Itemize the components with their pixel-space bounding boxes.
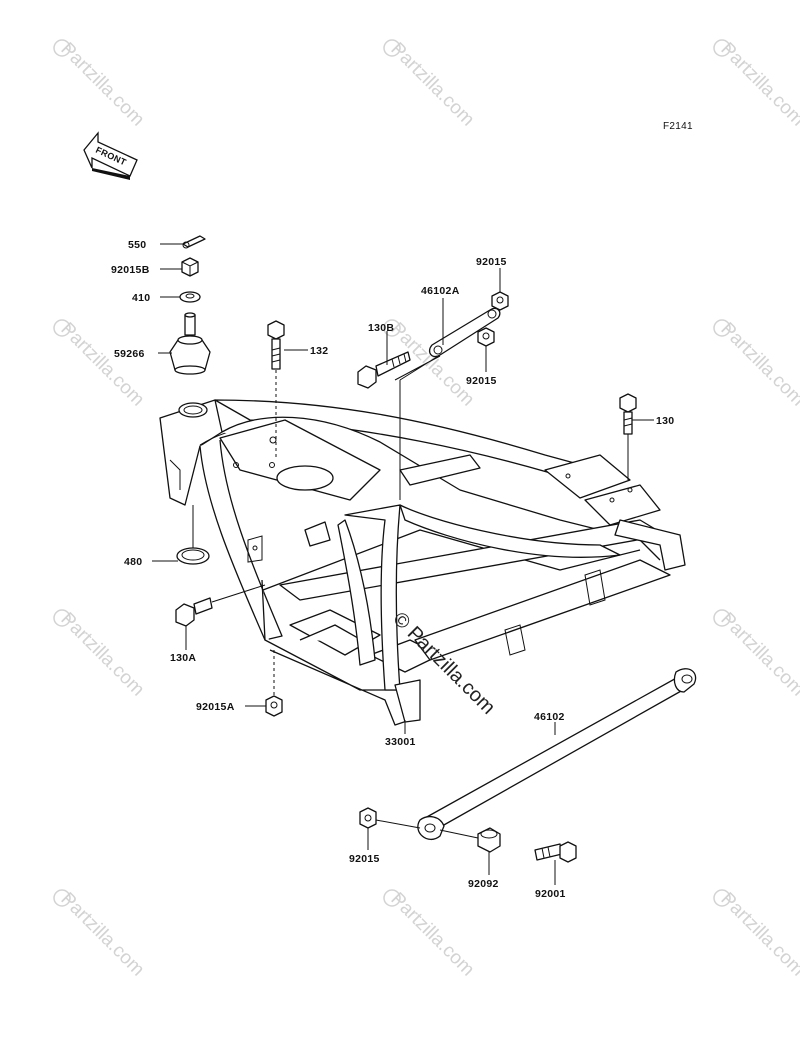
callout-92001: 92001	[535, 888, 566, 900]
callout-130A: 130A	[170, 652, 196, 664]
spacer-92092	[439, 827, 501, 853]
ball-joint-59266	[169, 312, 211, 375]
washer-410	[179, 291, 201, 303]
bolt-130A	[175, 584, 266, 627]
front-arrow-icon: FRONT	[83, 131, 138, 180]
callout-92092: 92092	[468, 878, 499, 890]
watermark: Partzilla.com	[386, 889, 478, 981]
snap-ring-480	[176, 505, 210, 565]
leader-lines	[152, 243, 654, 885]
figure-code: F2141	[663, 121, 693, 132]
nut-92015A	[265, 650, 283, 717]
frame-33001	[159, 399, 686, 726]
watermark: Partzilla.com	[56, 319, 148, 411]
cotter-pin-550	[182, 235, 206, 249]
bolt-92001	[534, 841, 577, 863]
callout-550: 550	[128, 239, 146, 251]
castle-nut-92015B	[181, 257, 199, 277]
callout-92015-top: 92015	[476, 256, 507, 268]
bolt-130	[619, 393, 637, 480]
watermark: Partzilla.com	[386, 39, 478, 131]
callout-130B: 130B	[368, 322, 394, 334]
callout-92015B: 92015B	[111, 264, 150, 276]
watermark: Partzilla.com	[56, 889, 148, 981]
callout-33001: 33001	[385, 736, 416, 748]
callout-410: 410	[132, 292, 150, 304]
callout-92015A: 92015A	[196, 701, 235, 713]
callout-46102A: 46102A	[421, 285, 460, 297]
bolt-132	[267, 320, 285, 460]
callout-92015-bottom: 92015	[349, 853, 380, 865]
link-leader	[394, 354, 441, 500]
watermark-copyright-marks	[53, 39, 731, 907]
callout-130: 130	[656, 415, 674, 427]
bolt-130B	[357, 351, 411, 389]
nut-92015-mid	[477, 327, 495, 347]
callout-59266: 59266	[114, 348, 145, 360]
nut-92015-top	[491, 291, 509, 311]
nut-92015-bottom	[359, 807, 421, 829]
callout-92015-mid: 92015	[466, 375, 497, 387]
callout-46102: 46102	[534, 711, 565, 723]
callout-480: 480	[124, 556, 142, 568]
link-46102A	[428, 307, 501, 358]
ball-joint-bore	[178, 402, 208, 418]
callout-132: 132	[310, 345, 328, 357]
tie-rod-46102	[417, 668, 697, 841]
watermark: Partzilla.com	[56, 39, 148, 131]
callout-labels: 550 92015B 410 59266 132 46102A 92015 13…	[111, 239, 674, 900]
watermark: Partzilla.com	[56, 609, 148, 701]
